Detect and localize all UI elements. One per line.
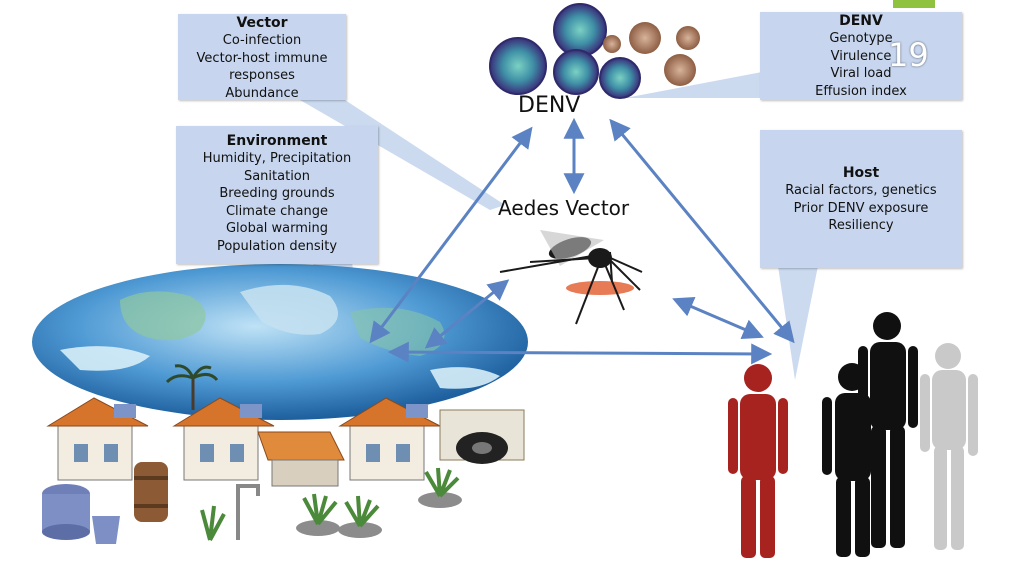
globe-icon bbox=[32, 264, 528, 420]
denv-callout-pointer bbox=[625, 72, 762, 98]
house-icon bbox=[46, 397, 149, 481]
vector-box-line: responses bbox=[229, 68, 295, 83]
denv-box-line: Viral load bbox=[830, 66, 892, 81]
slide-number: 19 bbox=[888, 36, 929, 74]
vector-info-box: Vector Co-infection Vector-host immune r… bbox=[178, 14, 346, 101]
vector-box-line: Vector-host immune bbox=[196, 50, 328, 66]
plant-pot-icon bbox=[418, 467, 462, 508]
denv-info-box: DENV Genotype Virulence Viral load Effus… bbox=[760, 12, 962, 100]
plant-icon bbox=[200, 505, 226, 541]
environment-info-box: Environment Humidity, Precipitation Sani… bbox=[176, 126, 378, 264]
mosquito-icon bbox=[499, 230, 643, 325]
denv-box-line: Effusion index bbox=[815, 83, 907, 99]
environment-box-title: Environment bbox=[226, 133, 328, 149]
house-icon bbox=[338, 397, 441, 481]
environment-box-line: Climate change bbox=[225, 203, 328, 219]
vector-box-line: Abundance bbox=[225, 85, 299, 101]
denv-box-title: DENV bbox=[839, 13, 883, 29]
tire-icon bbox=[439, 409, 525, 464]
vector-box-title: Vector bbox=[236, 15, 288, 31]
host-box-line: Resiliency bbox=[828, 218, 894, 233]
plant-pot-icon bbox=[338, 495, 382, 538]
environment-box-line: Global warming bbox=[225, 221, 329, 236]
barrel-icon bbox=[134, 462, 168, 522]
host-box-line: Racial factors, genetics bbox=[785, 183, 937, 198]
environment-box-line: Breeding grounds bbox=[219, 186, 335, 201]
environment-box-line: Humidity, Precipitation bbox=[202, 151, 352, 166]
aedes-vector-label: Aedes Vector bbox=[498, 196, 630, 220]
shed-icon bbox=[257, 431, 345, 487]
host-callout-pointer bbox=[778, 266, 818, 380]
denv-box-line: Genotype bbox=[829, 31, 893, 46]
relationship-arrows bbox=[369, 117, 795, 365]
human-silhouette-icon bbox=[822, 363, 884, 557]
host-box-title: Host bbox=[842, 165, 880, 181]
human-silhouette-icon bbox=[920, 343, 978, 550]
water-tap-icon bbox=[236, 484, 260, 540]
denv-center-label: DENV bbox=[518, 93, 581, 118]
palm-tree-icon bbox=[165, 364, 219, 410]
virus-particle-icon bbox=[489, 3, 700, 99]
bucket-icon bbox=[92, 516, 120, 544]
environment-box-line: Sanitation bbox=[243, 168, 311, 184]
plant-pot-icon bbox=[296, 493, 340, 536]
denv-box-line: Virulence bbox=[830, 48, 892, 64]
vector-box-line: Co-infection bbox=[222, 33, 302, 48]
container-icon bbox=[42, 484, 90, 540]
environment-box-line: Population density bbox=[216, 238, 338, 254]
human-silhouette-icon bbox=[728, 364, 788, 558]
accent-tab bbox=[893, 0, 935, 8]
host-info-box: Host Racial factors, genetics Prior DENV… bbox=[760, 130, 962, 268]
house-icon bbox=[172, 397, 275, 481]
host-box-line: Prior DENV exposure bbox=[793, 200, 929, 216]
